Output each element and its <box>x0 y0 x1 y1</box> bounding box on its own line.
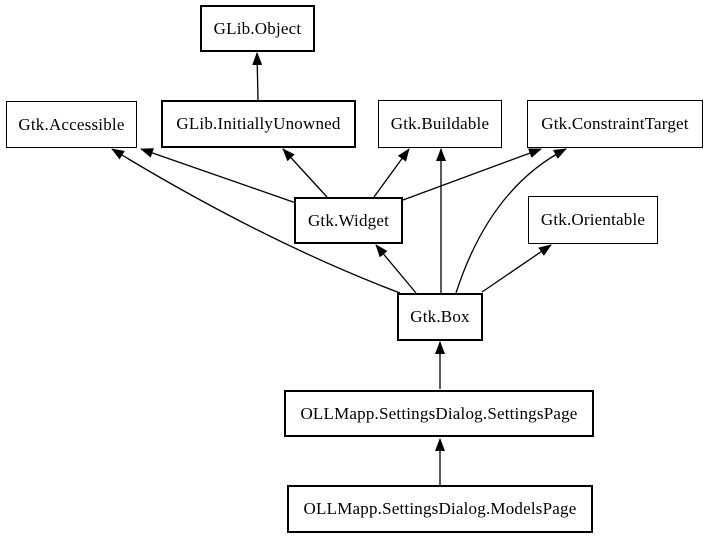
inherits-edge-gtk-widget-to-gtk-buildable <box>373 148 410 198</box>
class-node-glib-object: GLib.Object <box>200 5 315 52</box>
inherits-edge-gtk-box-to-gtk-accessible <box>111 148 401 294</box>
class-node-gtk-orientable: Gtk.Orientable <box>528 196 658 244</box>
inherits-edge-glib-initiallyunowned-to-glib-object <box>252 52 263 101</box>
class-label-models-page: OLLMapp.SettingsDialog.ModelsPage <box>303 499 577 518</box>
inherits-edge-gtk-box-to-gtk-constrainttarget <box>455 148 567 294</box>
class-label-gtk-accessible: Gtk.Accessible <box>18 114 125 134</box>
class-label-gtk-box: Gtk.Box <box>410 307 470 326</box>
inherits-edge-gtk-widget-to-gtk-constrainttarget <box>402 148 542 201</box>
class-label-glib-initiallyunowned: GLib.InitiallyUnowned <box>176 114 341 133</box>
class-node-gtk-accessible: Gtk.Accessible <box>6 101 137 148</box>
class-label-glib-object: GLib.Object <box>213 18 302 38</box>
inherits-edge-gtk-box-to-gtk-widget <box>375 244 417 294</box>
class-label-gtk-orientable: Gtk.Orientable <box>540 210 646 229</box>
class-label-gtk-widget: Gtk.Widget <box>307 210 390 230</box>
inherits-edge-gtk-box-to-gtk-orientable <box>481 244 552 293</box>
class-node-gtk-widget: Gtk.Widget <box>294 197 403 244</box>
class-node-gtk-box: Gtk.Box <box>397 293 483 341</box>
class-label-gtk-constrainttarget: Gtk.ConstraintTarget <box>541 114 689 133</box>
class-label-settings-page: OLLMapp.SettingsDialog.SettingsPage <box>300 403 578 423</box>
class-node-settings-page: OLLMapp.SettingsDialog.SettingsPage <box>284 390 594 437</box>
class-node-gtk-constrainttarget: Gtk.ConstraintTarget <box>527 100 703 148</box>
inherits-edge-gtk-widget-to-glib-initiallyunowned <box>282 148 328 198</box>
inherits-edge-gtk-widget-to-gtk-accessible <box>140 148 297 204</box>
class-node-glib-initiallyunowned: GLib.InitiallyUnowned <box>161 100 356 148</box>
class-node-models-page: OLLMapp.SettingsDialog.ModelsPage <box>287 485 593 533</box>
class-label-gtk-buildable: Gtk.Buildable <box>390 114 490 133</box>
class-node-gtk-buildable: Gtk.Buildable <box>378 100 502 148</box>
